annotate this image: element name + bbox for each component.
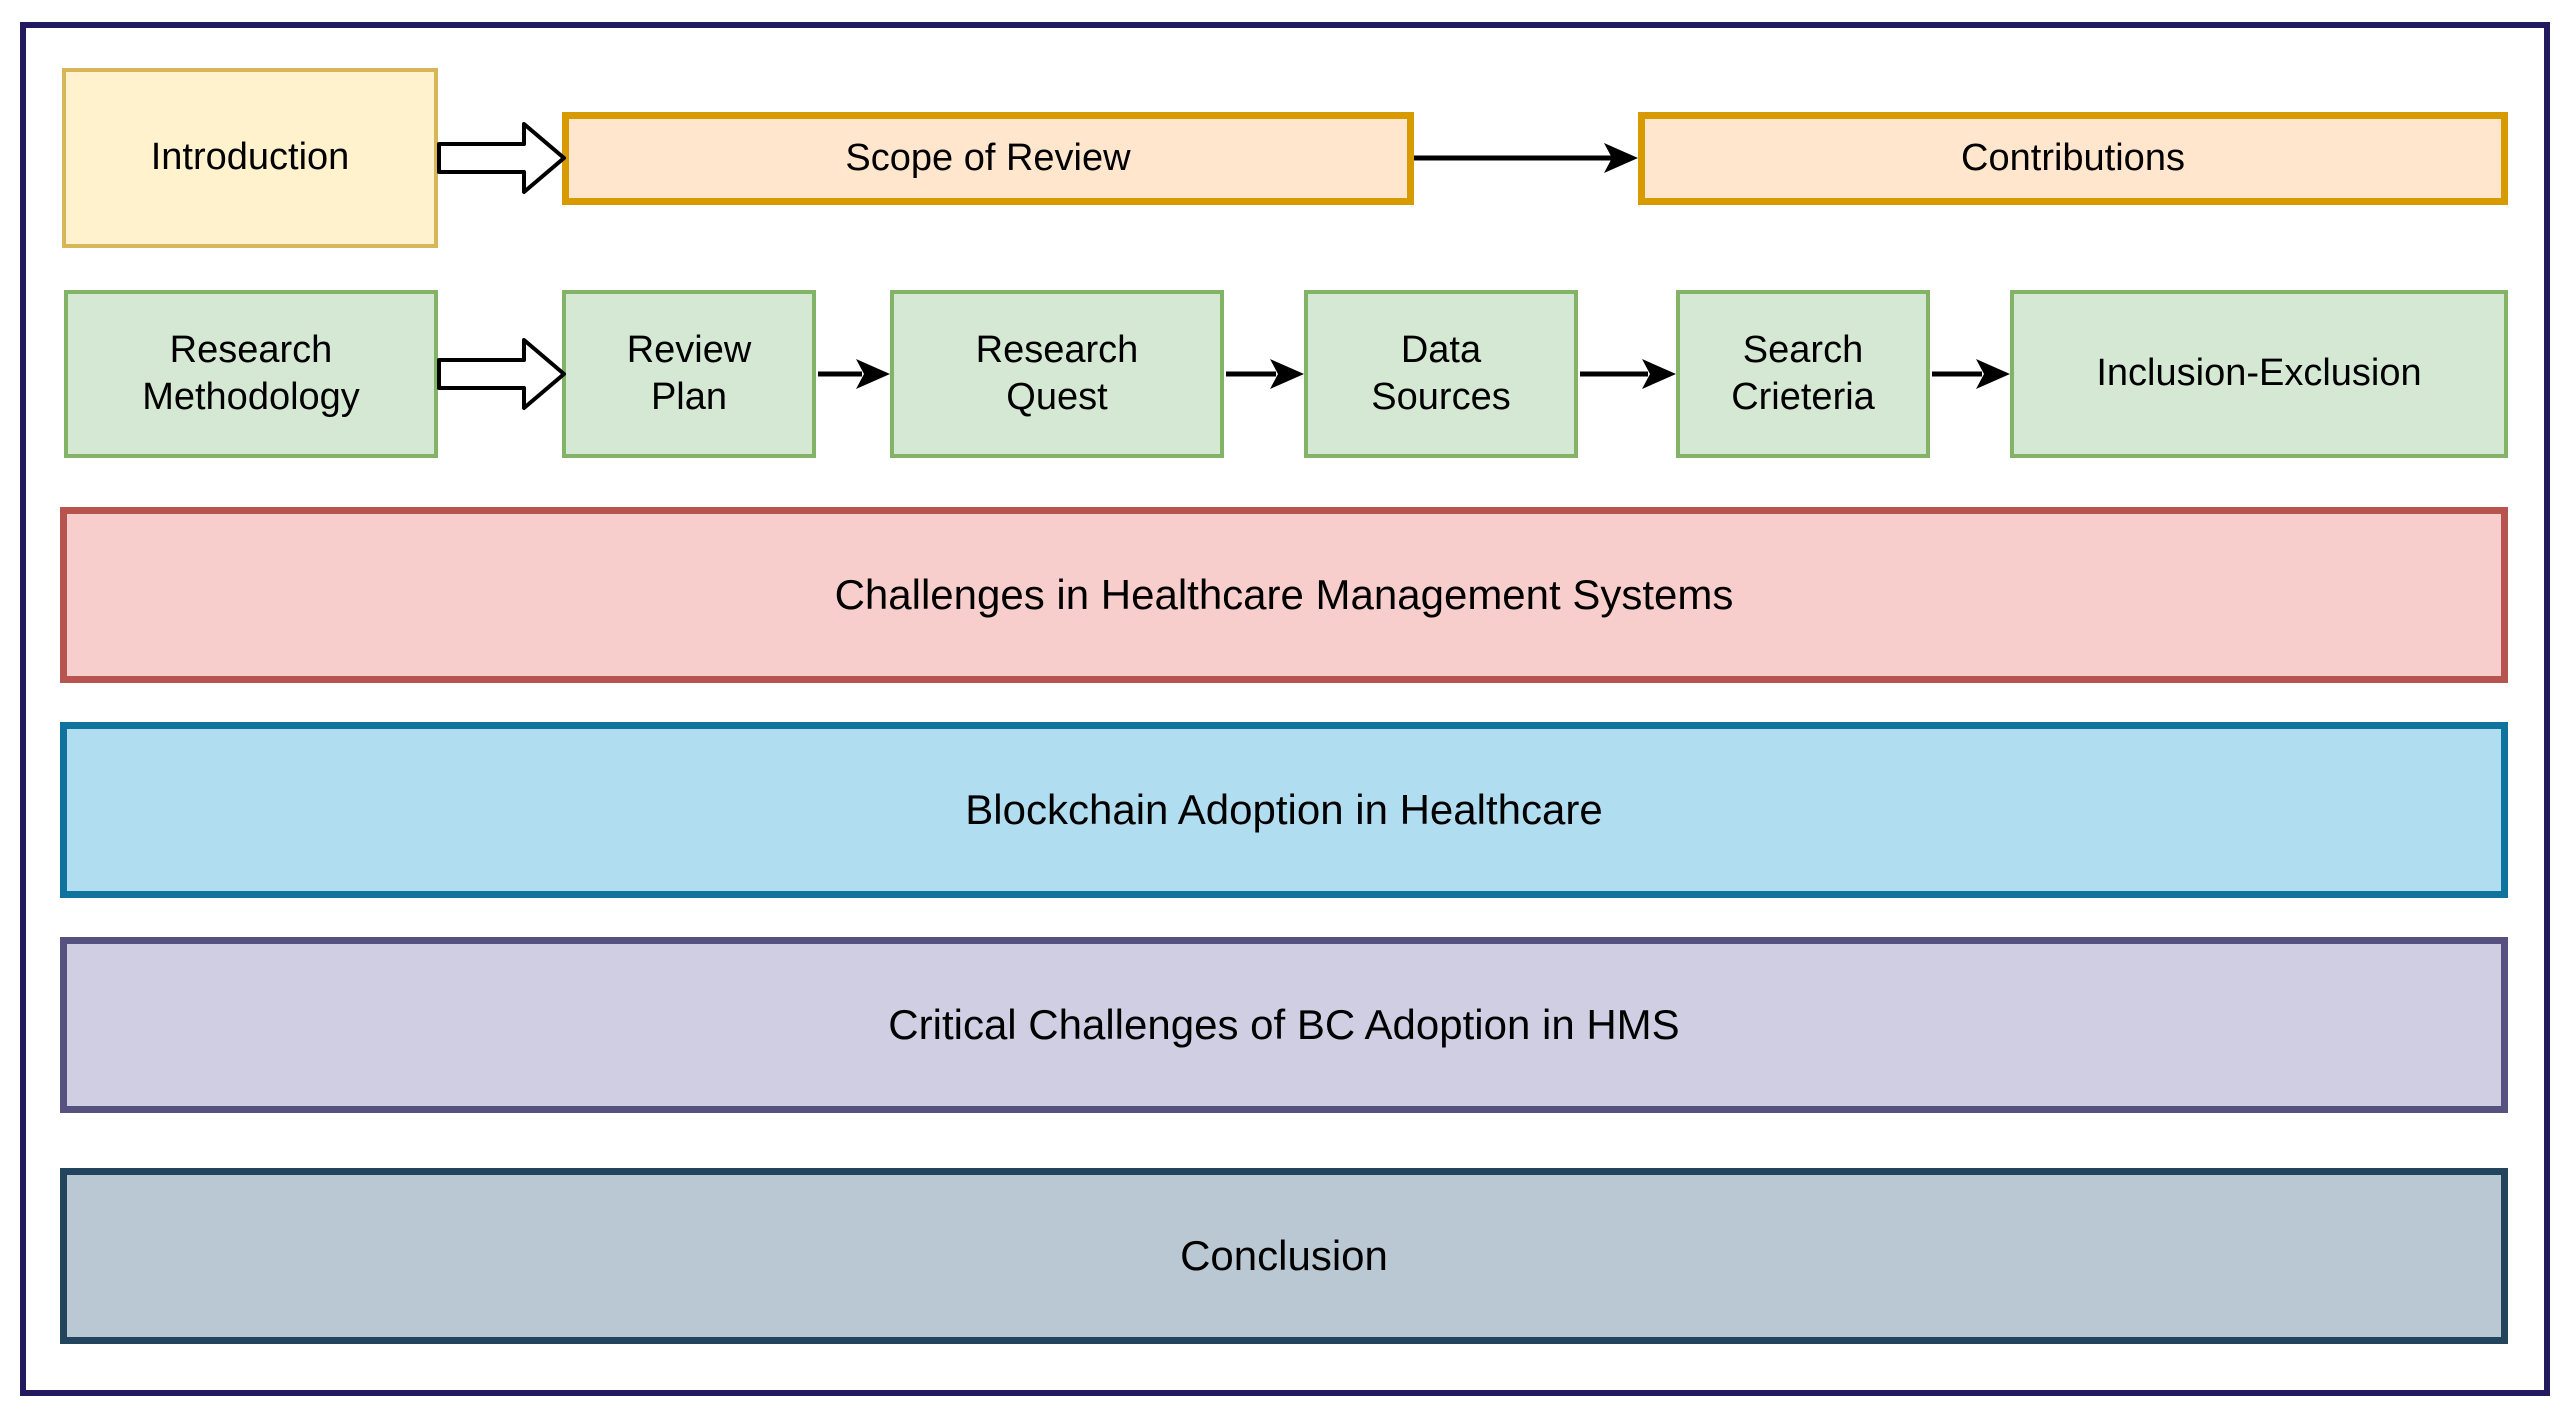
bar-challenges-hms: Challenges in Healthcare Management Syst… bbox=[60, 507, 2508, 683]
box-inclusion-exclusion-label: Inclusion-Exclusion bbox=[2096, 352, 2422, 395]
box-research-quest: Research Quest bbox=[890, 290, 1224, 458]
bar-conclusion: Conclusion bbox=[60, 1168, 2508, 1344]
box-research-methodology-label: Research Methodology bbox=[142, 328, 360, 419]
box-research-quest-label: Research Quest bbox=[975, 328, 1139, 419]
box-introduction: Introduction bbox=[62, 68, 438, 248]
box-search-crieteria-label: Search Crieteria bbox=[1731, 328, 1875, 419]
bar-critical-challenges-label: Critical Challenges of BC Adoption in HM… bbox=[888, 1000, 1680, 1048]
box-data-sources: Data Sources bbox=[1304, 290, 1578, 458]
box-scope-of-review: Scope of Review bbox=[562, 112, 1414, 205]
box-research-methodology: Research Methodology bbox=[64, 290, 438, 458]
box-review-plan: Review Plan bbox=[562, 290, 816, 458]
box-contributions-label: Contributions bbox=[1961, 136, 2185, 179]
box-inclusion-exclusion: Inclusion-Exclusion bbox=[2010, 290, 2508, 458]
box-introduction-label: Introduction bbox=[150, 136, 350, 179]
box-search-crieteria: Search Crieteria bbox=[1676, 290, 1930, 458]
bar-critical-challenges: Critical Challenges of BC Adoption in HM… bbox=[60, 937, 2508, 1113]
box-data-sources-label: Data Sources bbox=[1371, 328, 1511, 419]
bar-challenges-hms-label: Challenges in Healthcare Management Syst… bbox=[834, 570, 1734, 618]
bar-blockchain-adoption-label: Blockchain Adoption in Healthcare bbox=[965, 785, 1603, 833]
bar-blockchain-adoption: Blockchain Adoption in Healthcare bbox=[60, 722, 2508, 898]
box-scope-of-review-label: Scope of Review bbox=[845, 136, 1131, 179]
box-review-plan-label: Review Plan bbox=[626, 328, 752, 419]
outer-frame bbox=[20, 22, 2550, 1396]
bar-conclusion-label: Conclusion bbox=[1180, 1231, 1388, 1279]
box-contributions: Contributions bbox=[1638, 112, 2508, 205]
